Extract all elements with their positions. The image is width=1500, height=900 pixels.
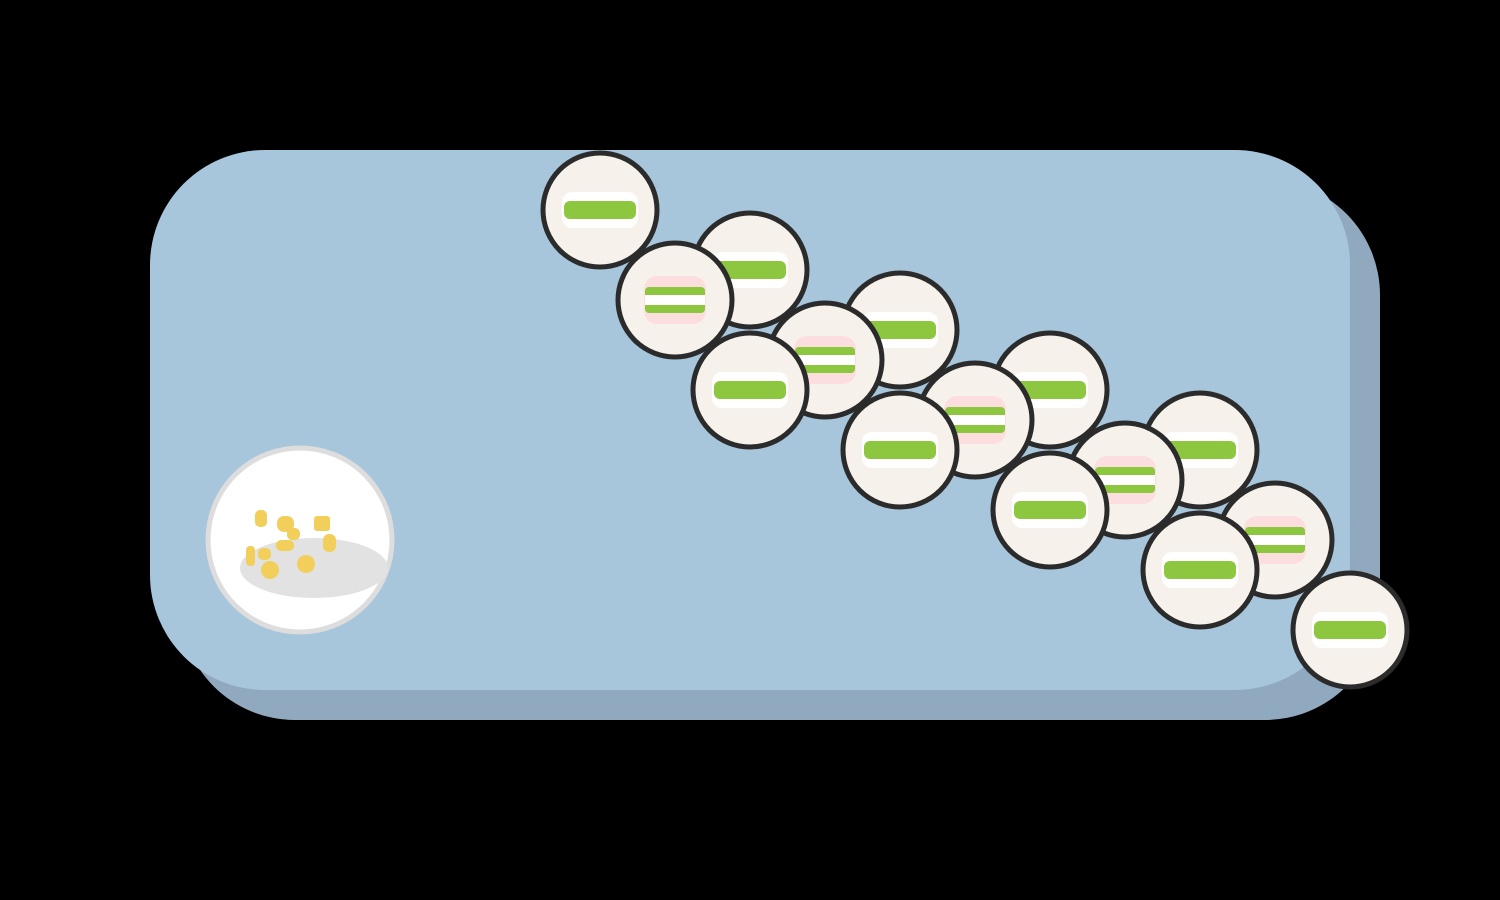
sushi-roll-icon xyxy=(840,390,960,510)
sesame-seed xyxy=(323,534,336,552)
sushi-rolls xyxy=(540,150,1410,690)
roll-cucumber xyxy=(714,261,786,279)
sesame-seed xyxy=(314,516,330,531)
roll-rice xyxy=(645,295,705,305)
roll-rice xyxy=(1095,475,1155,485)
sushi-roll-icon xyxy=(1140,510,1260,630)
roll-cucumber xyxy=(1164,441,1236,459)
sesame-seed xyxy=(297,555,315,573)
sauce-bowl-icon xyxy=(205,445,395,635)
roll-rice xyxy=(1245,535,1305,545)
sesame-seed xyxy=(255,510,267,527)
sesame-seed xyxy=(258,548,271,560)
sushi-roll-icon xyxy=(540,150,660,270)
roll-cucumber xyxy=(1314,621,1386,639)
sesame-seed xyxy=(246,546,255,566)
roll-rice xyxy=(795,355,855,365)
sesame-seed xyxy=(261,561,279,579)
roll-cucumber xyxy=(1164,561,1236,579)
sushi-roll-icon xyxy=(690,330,810,450)
roll-cucumber xyxy=(864,441,936,459)
sesame-seed xyxy=(276,540,294,551)
roll-cucumber xyxy=(864,321,936,339)
sesame-seeds xyxy=(246,510,336,579)
roll-cucumber xyxy=(714,381,786,399)
roll-cucumber xyxy=(1014,501,1086,519)
roll-cucumber xyxy=(564,201,636,219)
sushi-roll-icon xyxy=(615,240,735,360)
roll-cucumber xyxy=(1014,381,1086,399)
roll-rice xyxy=(945,415,1005,425)
sushi-roll-icon xyxy=(1290,570,1410,690)
sesame-seed xyxy=(277,516,294,532)
sushi-roll-icon xyxy=(990,450,1110,570)
sesame-seed xyxy=(287,528,300,540)
